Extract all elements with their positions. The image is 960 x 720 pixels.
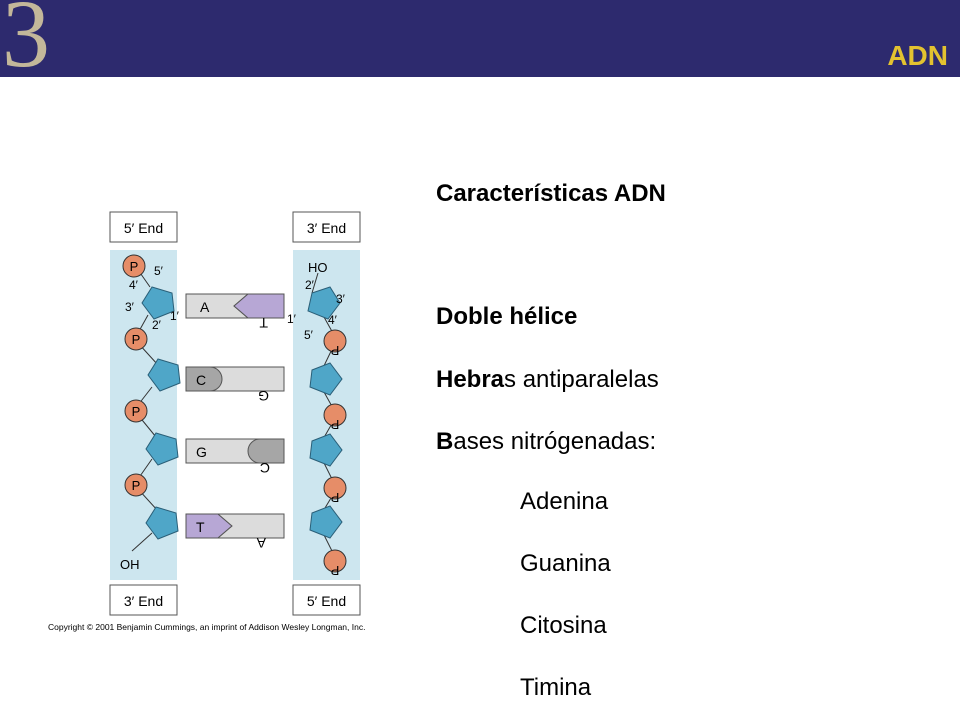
- carbon-label-3-right: 3′: [336, 292, 346, 306]
- base-right-label: T: [259, 315, 268, 331]
- left-phosphates: P P P P: [122, 254, 148, 497]
- base-right-label: C: [260, 460, 270, 476]
- title-bar: 3 ADN: [0, 0, 960, 82]
- base-pair-4: T A: [185, 513, 285, 551]
- base-icon: [185, 366, 223, 392]
- right-top-end-box: [292, 211, 361, 243]
- base-icon: [216, 513, 285, 539]
- carbon-label-1-right: 1′: [287, 312, 297, 326]
- phosphate-icon: [124, 327, 148, 351]
- right-sugars: [307, 286, 343, 539]
- right-bottom-end-label: 5′ End: [307, 593, 346, 609]
- base-pair-2: C G: [185, 366, 285, 404]
- carbon-label-4: 4′: [129, 278, 139, 292]
- left-sugars: [141, 286, 181, 540]
- base-citosina: Citosina: [520, 612, 607, 639]
- carbon-numbering: 5′ 4′ 3′ 2′ 1′ 2′ 3′ 1′ 4′ 5′: [125, 264, 346, 342]
- carbon-label-2-right: 2′: [305, 278, 315, 292]
- phosphate-label: P: [132, 332, 141, 347]
- phosphate-label: P: [331, 417, 340, 432]
- phosphate-icon: [122, 254, 146, 278]
- left-top-end-box: [109, 211, 178, 243]
- sugar-icon: [309, 362, 343, 396]
- phosphate-icon: [323, 403, 347, 427]
- feature-double-helix: Doble hélice: [436, 303, 578, 330]
- base-pair-3: G C: [185, 438, 285, 476]
- copyright-notice: Copyright © 2001 Benjamin Cummings, an i…: [48, 622, 365, 632]
- base-pair-1: A T: [185, 293, 285, 331]
- right-phosphates: P P P P: [323, 329, 347, 578]
- phosphate-label: P: [331, 343, 340, 358]
- sugar-icon: [145, 506, 179, 540]
- base-left-label: A: [200, 299, 210, 315]
- base-icon: [247, 438, 285, 464]
- carbon-label-5-right: 5′: [304, 328, 314, 342]
- phosphate-icon: [124, 473, 148, 497]
- base-left-label: C: [196, 372, 206, 388]
- ho-label: HO: [308, 260, 328, 275]
- sugar-icon: [145, 432, 179, 466]
- right-top-end-label: 3′ End: [307, 220, 346, 236]
- sugar-icon: [309, 505, 343, 539]
- phosphate-label: P: [331, 490, 340, 505]
- carbon-label-4-right: 4′: [328, 313, 338, 327]
- phosphate-icon: [323, 329, 347, 353]
- carbon-label-2: 2′: [152, 318, 162, 332]
- slide-number: 3: [2, 0, 50, 87]
- right-bottom-end-box: [292, 584, 361, 616]
- left-bottom-end-label: 3′ End: [124, 593, 163, 609]
- feature-antiparallel: Hebras antiparalelas: [436, 366, 659, 394]
- base-icon: [233, 293, 285, 319]
- base-guanina: Guanina: [520, 550, 611, 577]
- base-left-label: T: [196, 519, 205, 535]
- phosphate-label: P: [132, 478, 141, 493]
- sugar-icon: [309, 433, 343, 467]
- phosphate-label: P: [130, 259, 139, 274]
- feature-bases-rest: ases nitrógenadas:: [453, 428, 657, 455]
- base-timina: Timina: [520, 674, 592, 701]
- phosphate-label: P: [331, 563, 340, 578]
- left-bottom-end-box: [109, 584, 178, 616]
- slide-topic: ADN: [887, 40, 948, 71]
- base-right-label: A: [256, 535, 266, 551]
- feature-bases-bold: B: [436, 428, 454, 455]
- base-right-label: G: [258, 388, 269, 404]
- carbon-label-3: 3′: [125, 300, 135, 314]
- left-top-end-label: 5′ End: [124, 220, 163, 236]
- sugar-icon: [307, 286, 341, 320]
- dna-structure-diagram: 5′ End 3′ End 3′ End 5′ End: [48, 211, 365, 632]
- sugar-icon: [147, 358, 181, 392]
- phosphate-icon: [124, 399, 148, 423]
- feature-antiparallel-rest: s antiparalelas: [504, 366, 659, 393]
- feature-bases: Bases nitrógenadas:: [436, 428, 656, 456]
- phosphate-icon: [323, 476, 347, 500]
- carbon-label-5: 5′: [154, 264, 164, 278]
- sugar-icon: [141, 286, 175, 320]
- panel-title: Características ADN: [436, 180, 666, 207]
- phosphate-icon: [323, 549, 347, 573]
- phosphate-label: P: [132, 404, 141, 419]
- feature-antiparallel-bold: Hebra: [436, 366, 505, 393]
- base-adenina: Adenina: [520, 488, 609, 515]
- carbon-label-1: 1′: [170, 309, 180, 323]
- oh-label: OH: [120, 557, 140, 572]
- base-left-label: G: [196, 444, 207, 460]
